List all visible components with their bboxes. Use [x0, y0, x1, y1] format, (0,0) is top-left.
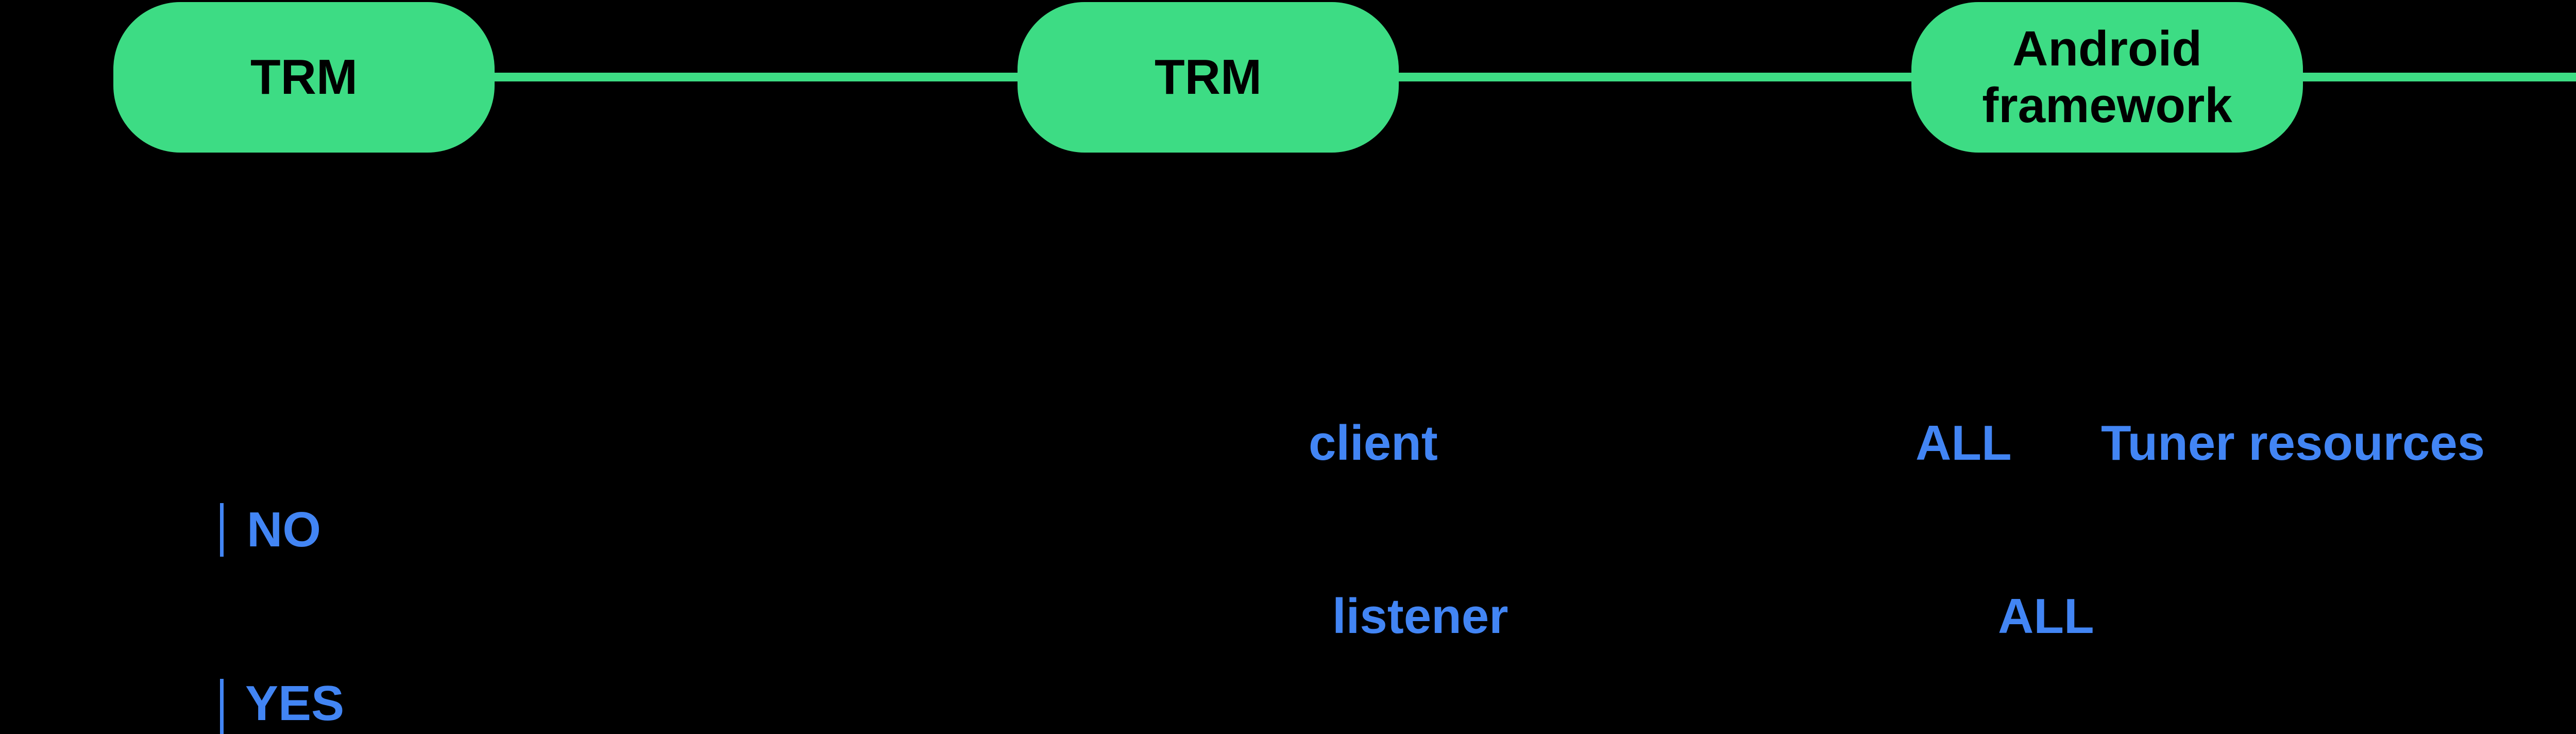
- no-branch-bar: [220, 503, 224, 557]
- label-no: NO: [247, 502, 321, 557]
- label-all-bottom: ALL: [1998, 589, 2094, 644]
- label-yes: YES: [245, 676, 345, 731]
- label-all-top: ALL: [1916, 415, 2012, 471]
- node-android-framework-label: Android framework: [1982, 21, 2232, 133]
- node-trm-1-label: TRM: [250, 49, 358, 105]
- node-trm-2-label: TRM: [1155, 49, 1262, 105]
- yes-branch-bar: [220, 679, 224, 734]
- label-client: client: [1309, 415, 1438, 471]
- node-trm-2: TRM: [1018, 2, 1399, 153]
- label-tuner-resources: Tuner resources: [2101, 415, 2485, 471]
- node-trm-1: TRM: [113, 2, 495, 153]
- label-listener: listener: [1332, 589, 1509, 644]
- node-android-framework: Android framework: [1911, 2, 2303, 153]
